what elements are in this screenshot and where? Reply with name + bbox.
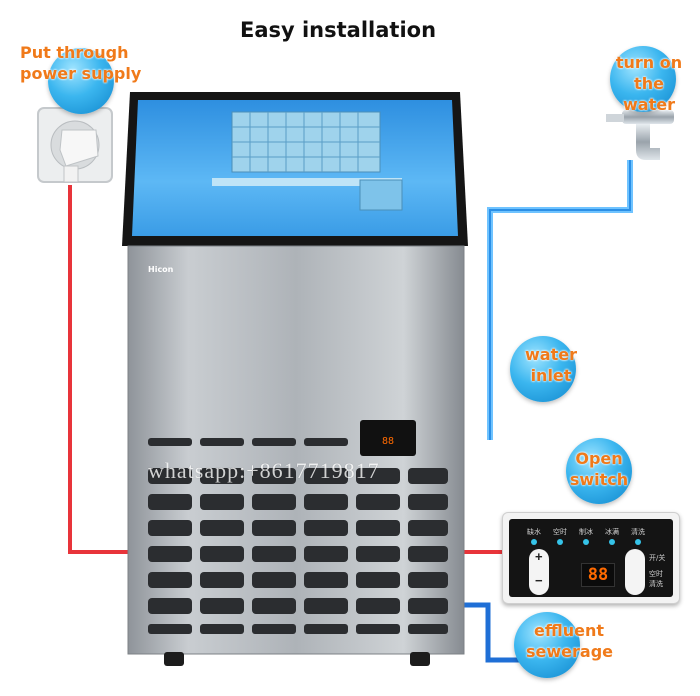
callout-power-supply: Put through power supply — [20, 43, 142, 83]
callout-bubble-water-on — [610, 46, 676, 112]
power-cable — [68, 185, 130, 554]
page-title: Easy installation — [239, 18, 437, 42]
callout-open-switch: Open switch — [569, 449, 629, 489]
panel-side-label: 空时 — [649, 570, 663, 578]
panel-label: 清洗 — [631, 528, 645, 536]
drain-pipe — [452, 602, 520, 663]
svg-text:88: 88 — [382, 436, 394, 447]
panel-label: 空时 — [553, 528, 567, 536]
control-panel-face: 缺水 空时 制冰 冰满 清洗 + − 88 开/关 空时 清洗 — [509, 519, 673, 597]
callout-turn-on-water: turn on the water — [615, 53, 683, 114]
indicator-led — [609, 539, 615, 545]
indicator-led — [635, 539, 641, 545]
panel-label: 冰满 — [605, 528, 619, 536]
callout-effluent-sewerage: effluent sewerage — [526, 621, 613, 661]
water-inlet-pipe — [487, 160, 633, 440]
indicator-led — [557, 539, 563, 545]
ventilation-grille — [148, 438, 448, 634]
callout-bubble-power — [48, 48, 114, 114]
watermark-text: whatsapp:+8617719817 — [148, 458, 380, 483]
power-switch-button[interactable] — [625, 549, 645, 595]
indicator-led — [583, 539, 589, 545]
callout-bubble-effluent — [514, 612, 580, 678]
wall-socket-icon — [37, 107, 113, 183]
svg-text:Hicon: Hicon — [148, 265, 174, 274]
panel-side-label: 清洗 — [649, 580, 663, 588]
panel-label: 缺水 — [527, 528, 541, 536]
indicator-led — [531, 539, 537, 545]
callout-bubble-water-inlet — [510, 336, 576, 402]
callout-bubble-open-switch — [566, 438, 632, 504]
callout-water-inlet: water inlet — [525, 345, 577, 385]
plus-minus-button[interactable] — [529, 549, 549, 595]
minus-symbol: − — [535, 573, 543, 588]
control-panel: 缺水 空时 制冰 冰满 清洗 + − 88 开/关 空时 清洗 — [502, 512, 680, 604]
panel-label: 制冰 — [579, 528, 593, 536]
temperature-display: 88 — [581, 563, 615, 587]
plus-symbol: + — [535, 549, 543, 564]
panel-side-label: 开/关 — [649, 554, 666, 562]
